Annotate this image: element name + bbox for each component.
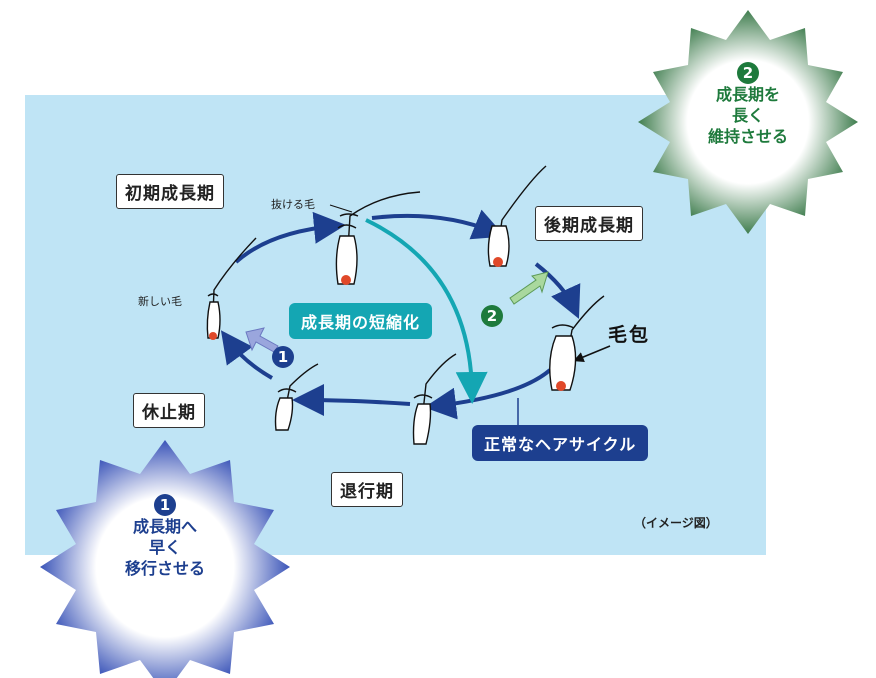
follicle-pointer bbox=[573, 345, 611, 362]
arrow-telogen-to-new bbox=[220, 330, 273, 380]
hair-new bbox=[206, 237, 257, 340]
arrow-follicle-to-catagen bbox=[424, 368, 552, 420]
marker-one: 1 bbox=[272, 346, 294, 368]
burst-two-text: 2 成長期を 長く 維持させる bbox=[678, 62, 818, 147]
burst-one-text: 1 成長期へ 早く 移行させる bbox=[95, 494, 235, 579]
stage-anagen-early: 初期成長期 bbox=[116, 174, 224, 209]
label-normal-cycle: 正常なヘアサイクル bbox=[472, 425, 649, 461]
label-falling-hair: 抜ける毛 bbox=[271, 198, 315, 211]
stage-telogen: 休止期 bbox=[133, 393, 205, 428]
burst-two-line3: 維持させる bbox=[707, 127, 788, 146]
hair-early bbox=[335, 191, 421, 285]
burst-two-shape bbox=[638, 10, 858, 234]
arrow-two-small bbox=[509, 271, 549, 305]
hair-telogen bbox=[274, 363, 319, 431]
hair-follicle bbox=[549, 295, 605, 391]
burst-one-number: 1 bbox=[154, 494, 176, 516]
arrow-late-to-follicle bbox=[534, 262, 581, 319]
burst-two-line1: 成長期を bbox=[715, 85, 780, 104]
burst-one-line2: 早く bbox=[148, 538, 181, 557]
hair-catagen bbox=[412, 353, 457, 445]
burst-two-number: 2 bbox=[737, 62, 759, 84]
burst-one-shape bbox=[40, 440, 290, 678]
arrow-early-to-late bbox=[371, 209, 506, 240]
marker-two: 2 bbox=[481, 305, 503, 327]
hair-late bbox=[487, 165, 547, 267]
stage-catagen: 退行期 bbox=[331, 472, 403, 507]
burst-one-line3: 移行させる bbox=[124, 559, 205, 578]
arrow-shortened-anagen bbox=[365, 218, 488, 404]
label-shortened-anagen: 成長期の短縮化 bbox=[289, 303, 433, 339]
arrow-new-to-early bbox=[234, 211, 346, 264]
label-new-hair: 新しい毛 bbox=[138, 295, 182, 308]
arrow-catagen-to-telogen bbox=[292, 384, 411, 417]
label-image-note: （イメージ図） bbox=[634, 516, 718, 530]
burst-two-line2: 長く bbox=[731, 106, 764, 125]
stage-anagen-late: 後期成長期 bbox=[535, 206, 643, 241]
burst-one-line1: 成長期へ bbox=[132, 517, 197, 536]
label-follicle: 毛包 bbox=[608, 324, 651, 346]
